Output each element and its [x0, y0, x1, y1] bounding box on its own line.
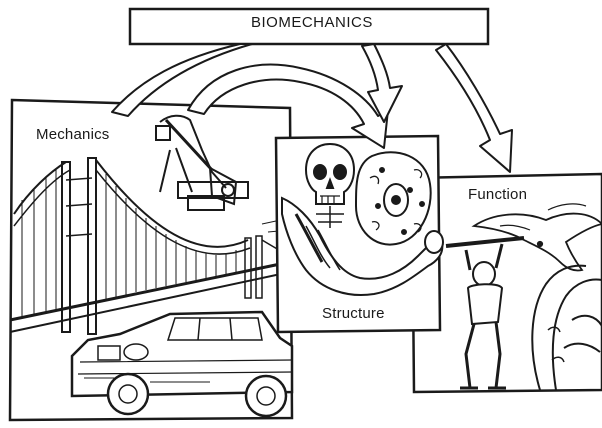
function-label: Function	[468, 186, 527, 203]
cell-icon	[356, 152, 431, 244]
structure-label: Structure	[322, 305, 385, 322]
arrow-title-to-function	[436, 44, 512, 172]
mechanics-panel	[10, 100, 292, 420]
structure-panel	[276, 136, 443, 332]
diagram-title: BIOMECHANICS	[251, 14, 373, 31]
mechanics-label: Mechanics	[36, 126, 110, 143]
